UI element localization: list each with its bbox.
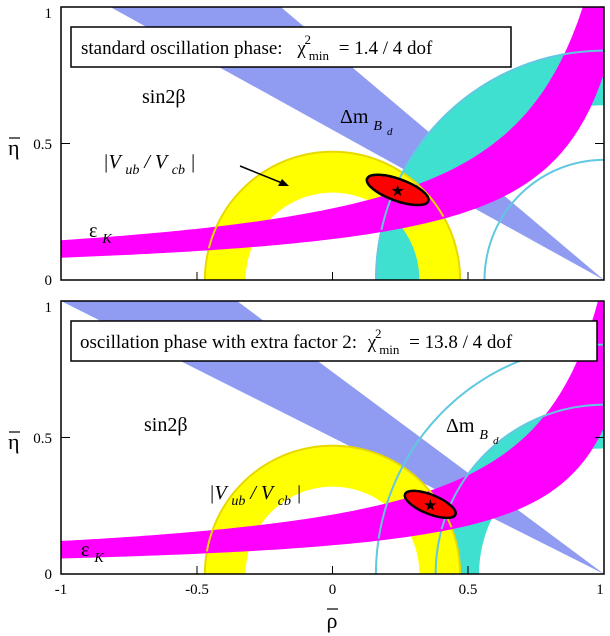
top-circle-line-a (374, 49, 604, 280)
top-ytick-0: 0 (45, 273, 53, 289)
bottom-panel: ★ 0 0.5 1 -1 -0.5 0 0.5 1 η ρ oscillatio (8, 300, 605, 633)
bottom-fit-star: ★ (423, 497, 437, 514)
bottom-dmbd-label: Δm B d (446, 415, 499, 447)
top-x-ticks (196, 272, 469, 280)
top-y-ticks: 0 0.5 1 (33, 6, 604, 289)
top-vub-arrow (239, 165, 283, 184)
bottom-circle-line-b (374, 343, 604, 574)
top-panel: ★ 0 0.5 1 η standard oscillation phase: … (8, 6, 605, 289)
x-axis-label: ρ (327, 608, 338, 633)
bottom-title-value: = 13.8 / 4 dof (409, 332, 513, 353)
bottom-xtick-1: 1 (596, 582, 604, 598)
bottom-epsk-band (61, 301, 604, 558)
top-fit-star: ★ (390, 183, 404, 200)
top-ytick-05: 0.5 (33, 137, 52, 153)
bottom-title-text: oscillation phase with extra factor 2: (80, 332, 357, 353)
top-title-box: standard oscillation phase: χ 2 min = 1.… (70, 26, 512, 68)
top-epsk-line (61, 66, 604, 258)
bottom-y-axis-label: η (8, 429, 20, 454)
top-circle-line-b (483, 158, 604, 280)
bottom-xtick-m1: -1 (55, 582, 68, 598)
bottom-title-sup: 2 (375, 326, 382, 341)
bottom-circle-line-a (434, 403, 604, 574)
bottom-epsk-label: ε K (81, 539, 104, 566)
svg-text:oscillation phase with extra f: oscillation phase with extra factor 2: χ… (80, 322, 513, 359)
top-title-text: standard oscillation phase: (81, 38, 283, 59)
svg-text:standard oscillation phase:: standard oscillation phase: χ 2 min = 1.… (81, 28, 433, 65)
bottom-vub-label: |V ub / V cb | (209, 482, 302, 510)
bottom-xtick-0: 0 (329, 582, 337, 598)
top-title-chi: χ (296, 38, 306, 59)
top-vub-arrowhead (278, 179, 289, 186)
bottom-x-ticks: -1 -0.5 0 0.5 1 (55, 566, 604, 598)
bottom-xtick-m05: -0.5 (185, 582, 209, 598)
top-dmbd-label: Δm B d (340, 106, 393, 138)
bottom-title-box: oscillation phase with extra factor 2: χ… (70, 320, 598, 362)
top-sin2beta-label: sin2β (142, 86, 186, 108)
bottom-title-sub: min (379, 342, 400, 357)
top-epsk-label: ε K (89, 220, 112, 247)
top-y-axis-label: η (8, 135, 20, 160)
bottom-xtick-05: 0.5 (459, 582, 478, 598)
bottom-epsk-line (61, 422, 604, 559)
bottom-sin2beta-label: sin2β (144, 414, 188, 436)
top-vub-outer-line (203, 150, 462, 280)
top-epsk-band (61, 7, 604, 257)
top-title-sub: min (309, 48, 330, 63)
top-vub-label: |V ub / V cb | (103, 151, 196, 179)
bottom-y-ticks: 0 0.5 1 (33, 300, 604, 583)
top-title-sup: 2 (305, 32, 312, 47)
top-ytick-1: 1 (45, 6, 53, 22)
top-title-value: = 1.4 / 4 dof (339, 38, 433, 59)
bottom-title-chi: χ (367, 332, 377, 353)
top-fit-ellipse (365, 173, 430, 207)
bottom-ytick-05: 0.5 (33, 431, 52, 447)
bottom-ytick-1: 1 (45, 300, 53, 316)
bottom-ytick-0: 0 (45, 567, 53, 583)
bottom-fit-ellipse (403, 489, 457, 520)
